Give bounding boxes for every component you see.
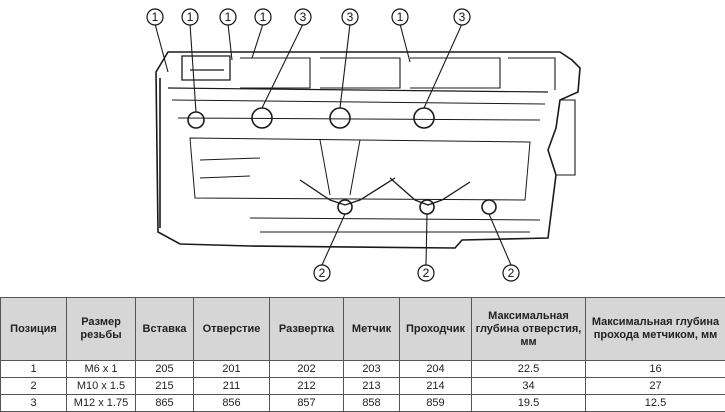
callout-label: 2: [508, 266, 515, 280]
callout-label: 2: [423, 266, 430, 280]
callout-top-5: 3: [295, 9, 311, 25]
callout-bottom-3: 2: [503, 265, 519, 281]
cell-position: 2: [1, 378, 67, 395]
cell-hole: 856: [194, 395, 270, 412]
callout-top-4: 1: [255, 9, 271, 25]
callout-top-8: 3: [454, 9, 470, 25]
cell-max-tap-depth: 16: [586, 361, 725, 378]
header-gauge: Проходчик: [400, 298, 472, 361]
cell-thread-size: M6 x 1: [67, 361, 136, 378]
cell-max-hole-depth: 22.5: [472, 361, 586, 378]
cell-max-hole-depth: 34: [472, 378, 586, 395]
callout-label: 1: [152, 10, 159, 24]
callout-label: 1: [225, 10, 232, 24]
header-max-tap-depth: Максимальная глубина прохода метчиком, м…: [586, 298, 725, 361]
callout-top-1: 1: [147, 9, 163, 25]
header-tap: Метчик: [344, 298, 400, 361]
callout-label: 1: [187, 10, 194, 24]
table-row: 1 M6 x 1 205 201 202 203 204 22.5 16: [1, 361, 725, 378]
callout-top-3: 1: [220, 9, 236, 25]
cell-max-tap-depth: 12.5: [586, 395, 725, 412]
table-row: 2 M10 x 1.5 215 211 212 213 214 34 27: [1, 378, 725, 395]
cell-gauge: 204: [400, 361, 472, 378]
cell-thread-size: M12 x 1.75: [67, 395, 136, 412]
table-header-row: Позиция Размер резьбы Вставка Отверстие …: [1, 298, 725, 361]
callout-label: 1: [397, 10, 404, 24]
callout-top-7: 1: [392, 9, 408, 25]
cell-hole: 211: [194, 378, 270, 395]
header-hole: Отверстие: [194, 298, 270, 361]
callout-bottom-2: 2: [418, 265, 434, 281]
cell-tap: 858: [344, 395, 400, 412]
engine-block-diagram: 1 1 1 1 3 3 1 3 2 2 2: [0, 0, 725, 292]
header-insert: Вставка: [136, 298, 194, 361]
header-max-hole-depth: Максимальная глубина отверстия, мм: [472, 298, 586, 361]
cell-reamer: 202: [270, 361, 344, 378]
cell-gauge: 859: [400, 395, 472, 412]
cell-tap: 213: [344, 378, 400, 395]
callout-bottom-1: 2: [314, 265, 330, 281]
cell-insert: 215: [136, 378, 194, 395]
cell-hole: 201: [194, 361, 270, 378]
header-reamer: Развертка: [270, 298, 344, 361]
cell-reamer: 857: [270, 395, 344, 412]
table-row: 3 M12 x 1.75 865 856 857 858 859 19.5 12…: [1, 395, 725, 412]
header-thread-size: Размер резьбы: [67, 298, 136, 361]
callout-label: 2: [319, 266, 326, 280]
cell-thread-size: M10 x 1.5: [67, 378, 136, 395]
cell-max-hole-depth: 19.5: [472, 395, 586, 412]
header-position: Позиция: [1, 298, 67, 361]
cell-gauge: 214: [400, 378, 472, 395]
callout-label: 1: [260, 10, 267, 24]
cell-reamer: 212: [270, 378, 344, 395]
callout-label: 3: [459, 10, 466, 24]
callout-label: 3: [347, 10, 354, 24]
thread-repair-table: Позиция Размер резьбы Вставка Отверстие …: [0, 297, 725, 412]
cell-max-tap-depth: 27: [586, 378, 725, 395]
cell-position: 3: [1, 395, 67, 412]
cell-tap: 203: [344, 361, 400, 378]
cell-insert: 205: [136, 361, 194, 378]
callout-top-6: 3: [342, 9, 358, 25]
callout-label: 3: [300, 10, 307, 24]
cell-position: 1: [1, 361, 67, 378]
cell-insert: 865: [136, 395, 194, 412]
callout-top-2: 1: [182, 9, 198, 25]
